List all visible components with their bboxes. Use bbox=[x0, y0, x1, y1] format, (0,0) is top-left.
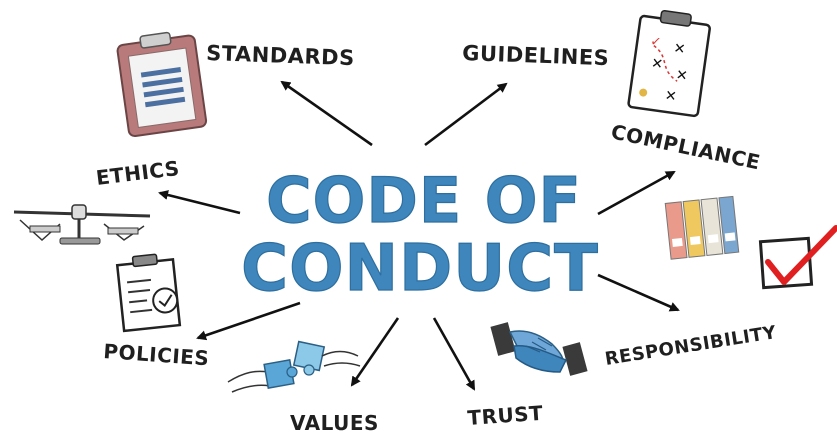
label-trust: TRUST bbox=[467, 401, 544, 430]
arrow-ethics bbox=[158, 190, 241, 215]
binders-icon bbox=[664, 195, 740, 260]
label-standards: STANDARDS bbox=[206, 41, 355, 70]
arrow-values bbox=[350, 317, 400, 387]
handshake-icon bbox=[490, 322, 588, 376]
svg-text:✕: ✕ bbox=[673, 40, 687, 57]
scales-icon bbox=[13, 204, 151, 245]
title-line-2: CONDUCT bbox=[241, 232, 599, 306]
label-policies: POLICIES bbox=[103, 339, 210, 370]
svg-text:✕: ✕ bbox=[675, 67, 689, 84]
arrow-policies bbox=[196, 301, 301, 341]
label-values: VALUES bbox=[290, 411, 379, 435]
svg-text:✓: ✓ bbox=[649, 34, 662, 50]
svg-text:✕: ✕ bbox=[664, 88, 678, 105]
label-compliance: COMPLIANCE bbox=[609, 119, 763, 174]
puzzle-hands-icon bbox=[227, 340, 361, 393]
checkbox-icon bbox=[758, 225, 837, 290]
label-responsibility: RESPONSIBILITY bbox=[603, 322, 778, 370]
svg-text:✕: ✕ bbox=[650, 56, 664, 73]
arrow-compliance bbox=[597, 170, 676, 216]
arrow-trust bbox=[432, 317, 476, 391]
central-title: CODE OF CONDUCT bbox=[241, 163, 599, 306]
title-line-1: CODE OF bbox=[266, 164, 582, 237]
document-check-icon bbox=[115, 253, 182, 333]
label-ethics: ETHICS bbox=[95, 156, 181, 190]
checklist-icon: ✓ ✕ ✕ ✕ ✕ bbox=[627, 10, 711, 118]
arrows bbox=[158, 80, 680, 391]
label-guidelines: GUIDELINES bbox=[462, 41, 610, 70]
arrow-responsibility bbox=[597, 273, 680, 312]
arrow-guidelines bbox=[424, 82, 508, 147]
clipboard-icon bbox=[116, 31, 208, 138]
arrow-standards bbox=[280, 80, 373, 147]
